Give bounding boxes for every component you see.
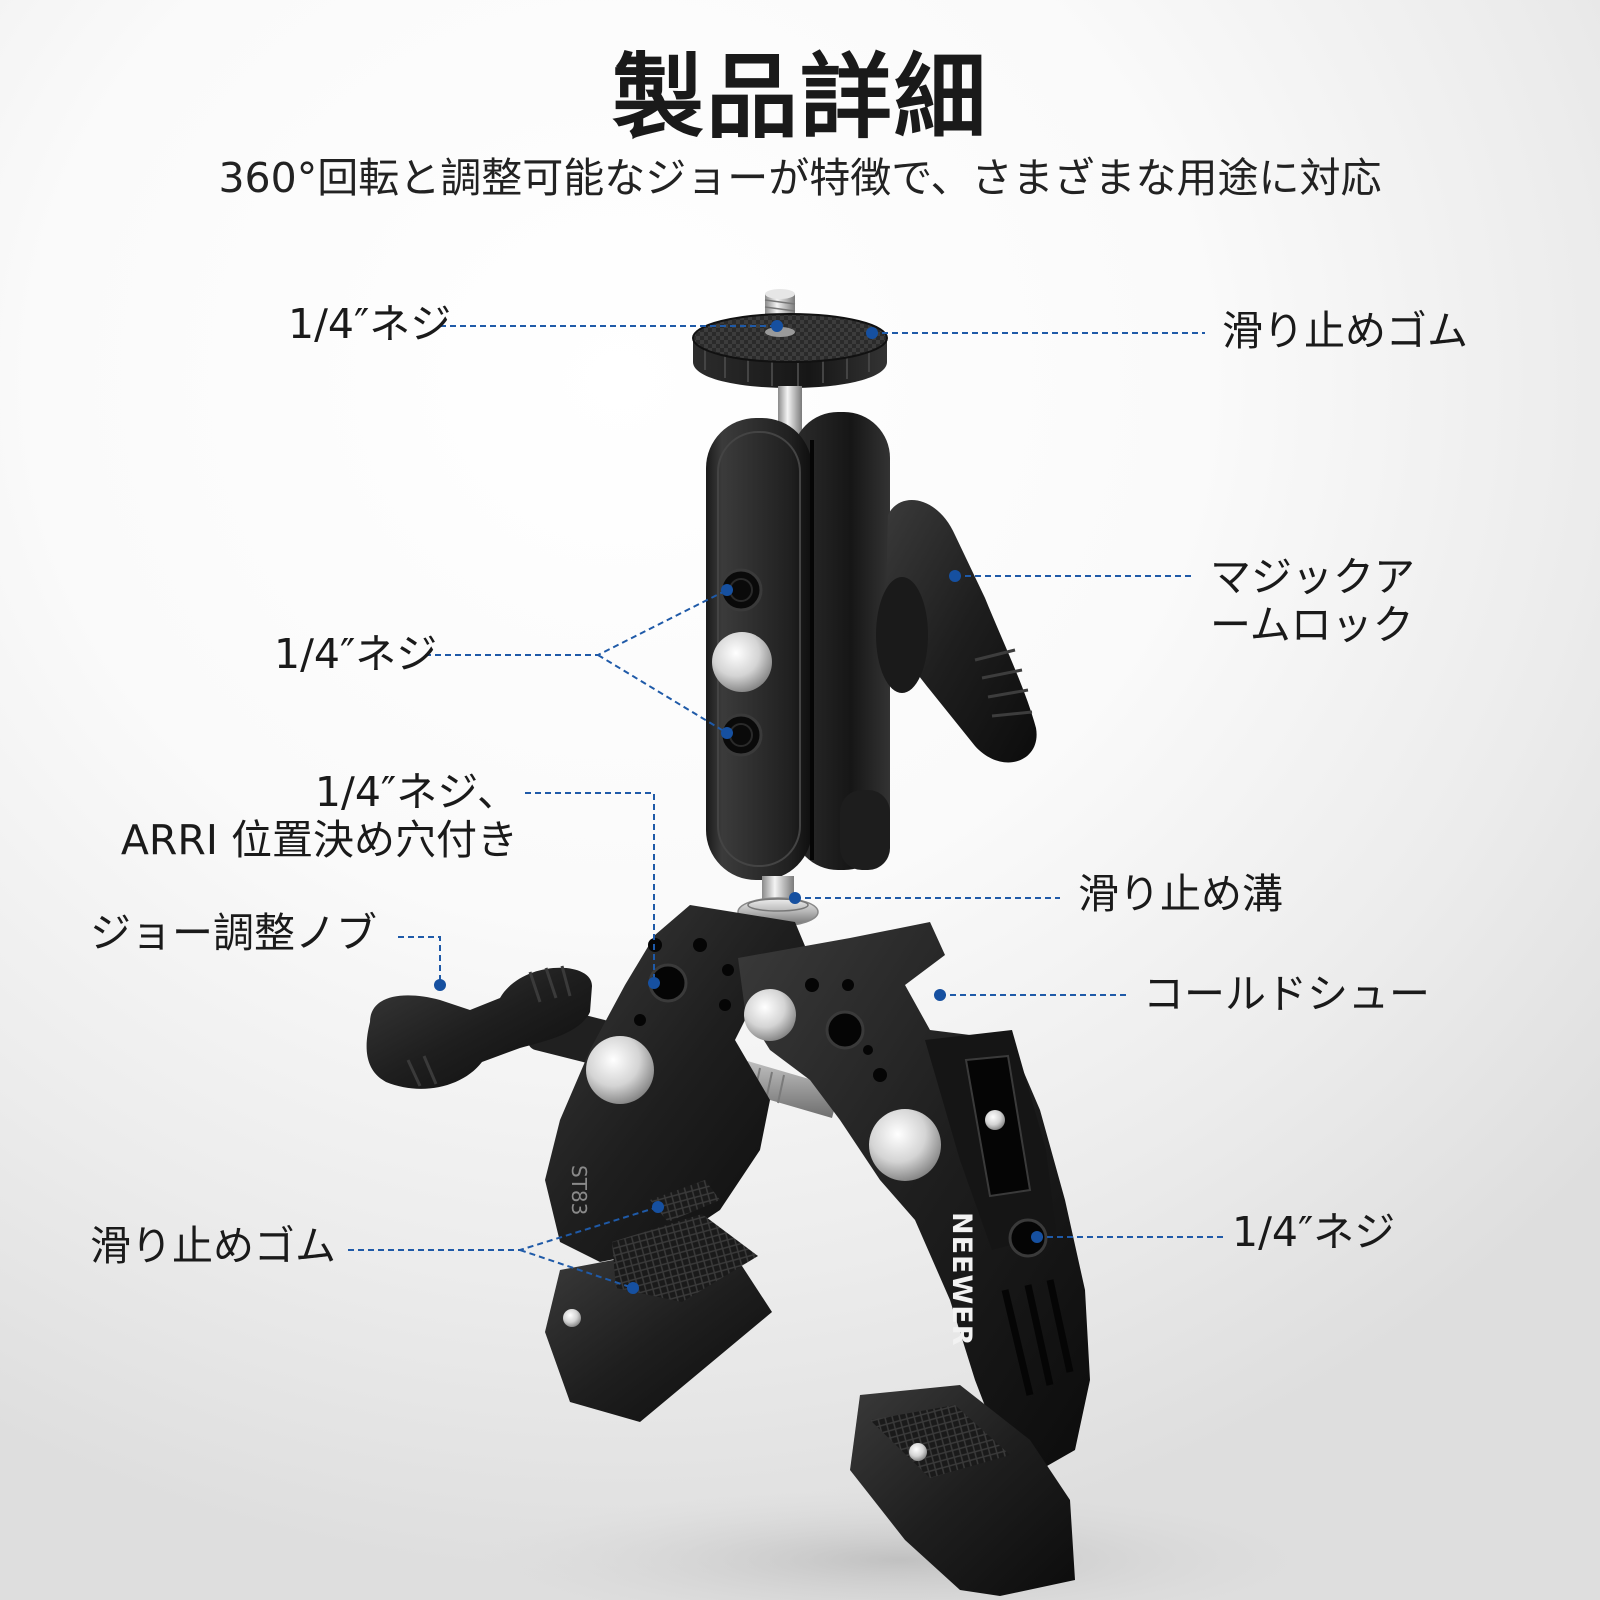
model-mark: ST83 [567, 1165, 591, 1215]
right-arm-grooves [1001, 1279, 1074, 1396]
jaw-adjust-knob [366, 967, 592, 1089]
dot-top-screw [771, 320, 783, 332]
arm-back-plate [792, 412, 890, 870]
dot-jaw-rubber-lower [627, 1282, 639, 1294]
dot-jaw-rubber-upper [652, 1201, 664, 1213]
dot-top-rubber [866, 327, 878, 339]
dot-jaw-knob [434, 979, 446, 991]
clamp-left-jaw [545, 1255, 772, 1422]
dot-groove [789, 892, 801, 904]
leader-jaw-knob [398, 936, 441, 985]
leader-lines [348, 325, 1225, 1289]
callout-jaw-rubber: 滑り止めゴム [90, 1222, 336, 1270]
callout-groove: 滑り止め溝 [1078, 870, 1283, 918]
callout-top-rubber: 滑り止めゴム [1222, 307, 1468, 355]
arm-silver-button [712, 632, 772, 692]
dot-arm-lock [949, 570, 961, 582]
callout-arm-lock-line2: ームロック [1210, 601, 1414, 649]
cold-shoe-pin [985, 1110, 1005, 1130]
page-title: 製品詳細 [611, 44, 988, 151]
leader-arri [525, 792, 655, 983]
callout-arri-line1: 1/4″ネジ、 [314, 768, 518, 816]
left-jaw-rubber-pad [612, 1214, 758, 1302]
callout-jaw-knob: ジョー調整ノブ [90, 909, 377, 957]
arm-lower-knuckle [840, 790, 890, 870]
clamp-silver-button-left [586, 1036, 654, 1104]
arm-threaded-hole-lower [719, 713, 763, 757]
callout-arri-line2: ARRI 位置決め穴付き [120, 816, 518, 864]
top-rubber-pad [692, 313, 888, 363]
dot-arri [648, 977, 660, 989]
wing-knob-hub [876, 577, 928, 693]
clamp-threaded-hole-top [825, 1010, 865, 1050]
clamp-silver-button-right [869, 1109, 941, 1181]
callout-arm-lock-line1: マジックア [1210, 553, 1415, 601]
callout-side-screw: 1/4″ネジ [1232, 1208, 1396, 1256]
side-threaded-hole [1008, 1218, 1048, 1258]
callout-top-screw: 1/4″ネジ [288, 300, 452, 348]
dot-arm-screw-lower [721, 727, 733, 739]
dot-arm-screw-upper [721, 584, 733, 596]
top-screw-tip [765, 289, 795, 299]
leader-dots [434, 320, 1043, 1294]
callout-cold-shoe: コールドシュー [1143, 970, 1430, 1018]
wing-knob-ridges [974, 648, 1033, 718]
left-jaw-rubber-strip [650, 1180, 720, 1222]
left-jaw-pin [563, 1309, 581, 1327]
callout-arm-lock: マジックア ームロック [1210, 553, 1415, 649]
callout-arri: 1/4″ネジ、 ARRI 位置決め穴付き [90, 768, 518, 864]
groove-ring [747, 898, 809, 912]
dot-cold-shoe [934, 989, 946, 1001]
page-subtitle: 360°回転と調整可能なジョーが特徴で、さまざまな用途に対応 [218, 154, 1382, 202]
arri-locating-holes [634, 938, 887, 1082]
brand-mark: NEEWER [946, 1212, 977, 1347]
leader-arm-screw [425, 589, 728, 734]
clamp-silver-button-top [744, 989, 796, 1041]
arm-lock-wing-knob [886, 500, 1037, 763]
callout-arm-screw: 1/4″ネジ [274, 630, 438, 678]
floor-shadow [480, 1490, 1320, 1600]
jaw-knob-ridges [406, 965, 572, 1087]
right-jaw-rubber-pad [870, 1405, 1010, 1478]
leader-jaw-rubber [348, 1206, 659, 1289]
dot-side-screw [1031, 1231, 1043, 1243]
right-jaw-pin [909, 1443, 927, 1461]
